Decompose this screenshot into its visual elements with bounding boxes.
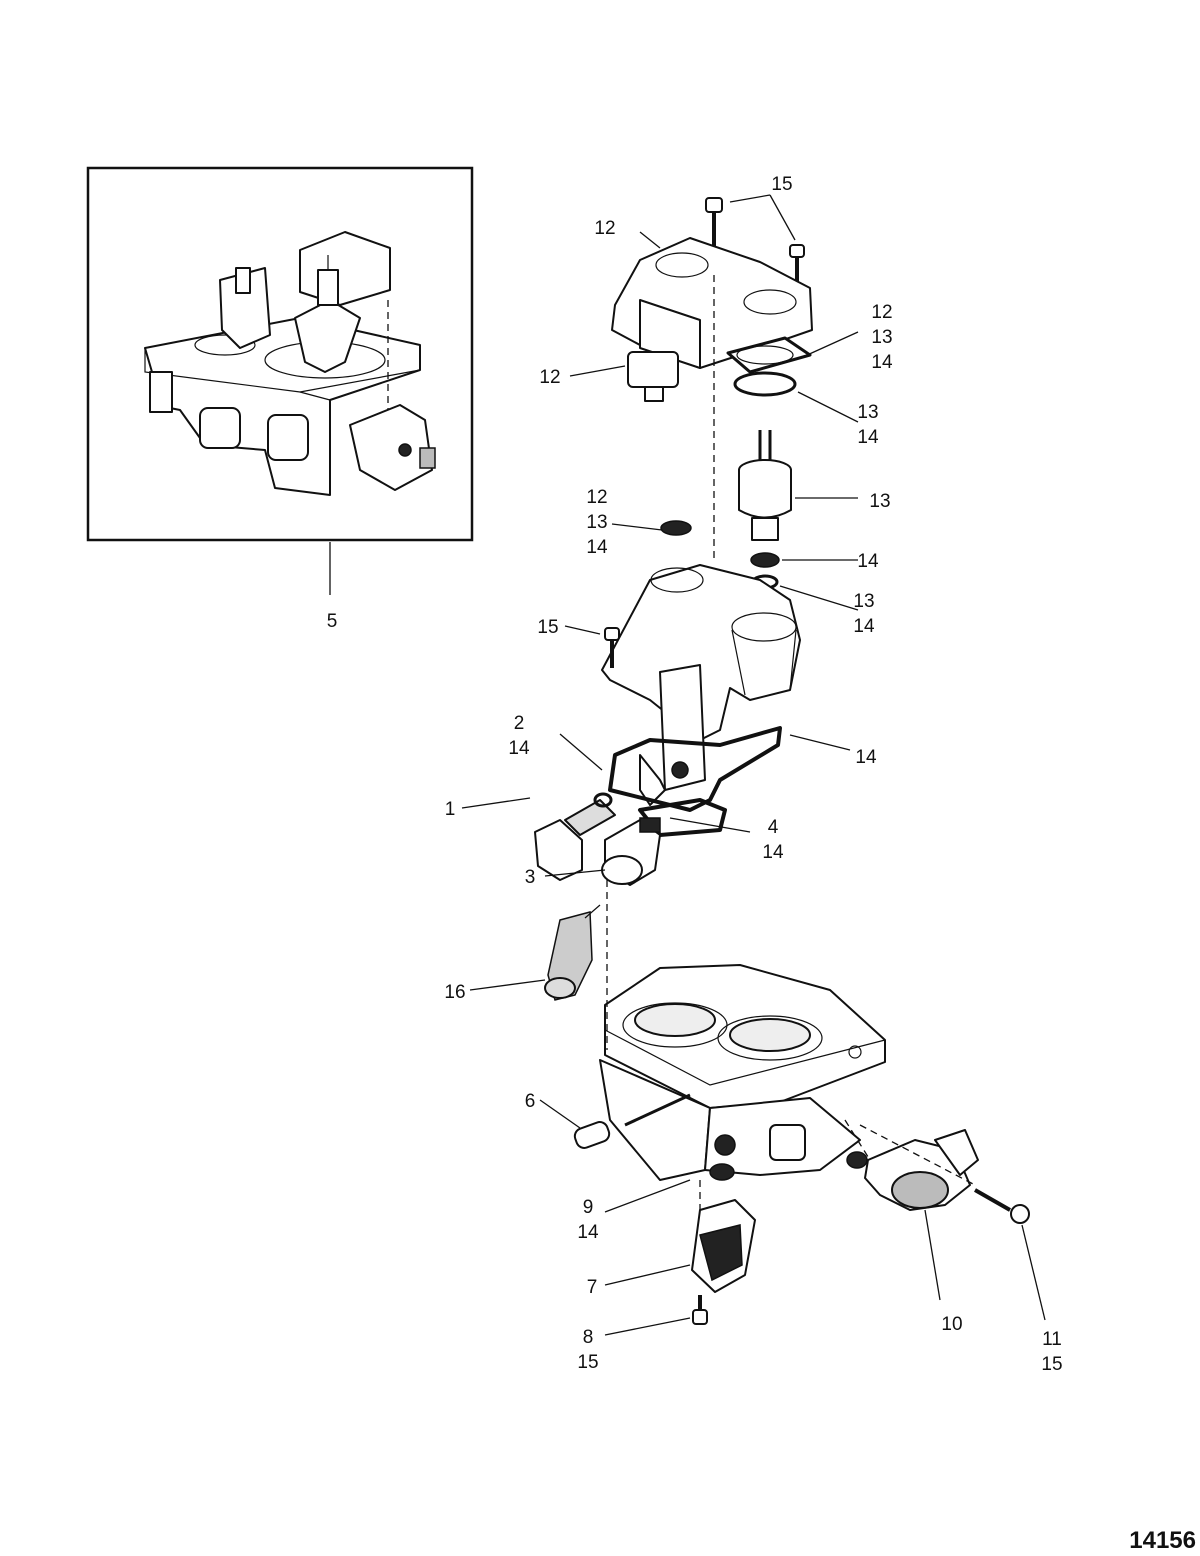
callout-number: 14 <box>577 1222 599 1243</box>
callout-number: 9 <box>583 1197 594 1218</box>
part-temperature-sensor <box>544 904 601 1001</box>
callout-number: 10 <box>941 1314 962 1335</box>
callout-number: 12 <box>539 367 560 388</box>
leader-lines <box>329 194 1046 1336</box>
callout-c12-13-14-a: 12 13 14 <box>871 302 893 373</box>
callout-number: 13 <box>869 491 890 512</box>
callout-c6: 6 <box>525 1091 536 1112</box>
callout-c7: 7 <box>587 1277 598 1298</box>
callout-number: 7 <box>587 1277 598 1298</box>
callout-number: 14 <box>857 551 879 572</box>
callout-inset-5: 5 <box>327 611 338 632</box>
callout-number: 13 <box>857 402 878 423</box>
callout-number: 14 <box>855 747 877 768</box>
callout-number: 4 <box>768 817 779 838</box>
callout-number: 8 <box>583 1327 594 1348</box>
callout-number: 14 <box>871 352 893 373</box>
callout-c14-a: 14 <box>857 551 879 572</box>
callout-number: 14 <box>853 616 875 637</box>
callout-number: 2 <box>514 713 525 734</box>
callout-number: 12 <box>871 302 892 323</box>
figure-number: 14156 <box>1129 1527 1196 1554</box>
part-fuel-meter-body <box>601 520 801 837</box>
callout-number: 12 <box>594 218 615 239</box>
callout-c14-b: 14 <box>855 747 877 768</box>
callout-number: 13 <box>853 591 874 612</box>
callout-number: 14 <box>762 842 784 863</box>
callout-number: 13 <box>871 327 892 348</box>
callout-number: 16 <box>444 982 465 1003</box>
callout-number: 13 <box>586 512 607 533</box>
callout-c12-b: 12 <box>539 367 560 388</box>
callout-number: 6 <box>525 1091 536 1112</box>
callout-c1: 1 <box>445 799 456 820</box>
callout-c12-13-14-b: 12 13 14 <box>586 487 608 558</box>
part-throttle-body <box>573 964 886 1181</box>
part-iac-valve <box>691 1163 756 1325</box>
part-pressure-fittings <box>534 792 661 886</box>
callout-c16: 16 <box>444 982 465 1003</box>
part-fuel-meter-cover-assembly <box>611 197 813 402</box>
callout-c10: 10 <box>941 1314 962 1335</box>
callout-number: 15 <box>537 617 558 638</box>
callout-c13: 13 <box>869 491 890 512</box>
part-fuel-injector <box>738 430 792 590</box>
callout-c3: 3 <box>525 867 536 888</box>
callout-number: 12 <box>586 487 607 508</box>
callout-c15-top: 15 <box>771 174 792 195</box>
callout-number: 15 <box>771 174 792 195</box>
callout-number: 15 <box>577 1352 598 1373</box>
callout-number: 1 <box>445 799 456 820</box>
callout-number: 14 <box>586 537 608 558</box>
callout-number: 15 <box>1041 1354 1062 1375</box>
callout-number: 14 <box>508 738 530 759</box>
inset-assembly-view <box>86 166 474 542</box>
part-throttle-position-sensor <box>846 1129 1030 1224</box>
callout-number: 14 <box>857 427 879 448</box>
callout-c12-a: 12 <box>594 218 615 239</box>
callout-number: 3 <box>525 867 536 888</box>
callout-number: 11 <box>1042 1329 1062 1350</box>
callout-c15-mid: 15 <box>537 617 558 638</box>
